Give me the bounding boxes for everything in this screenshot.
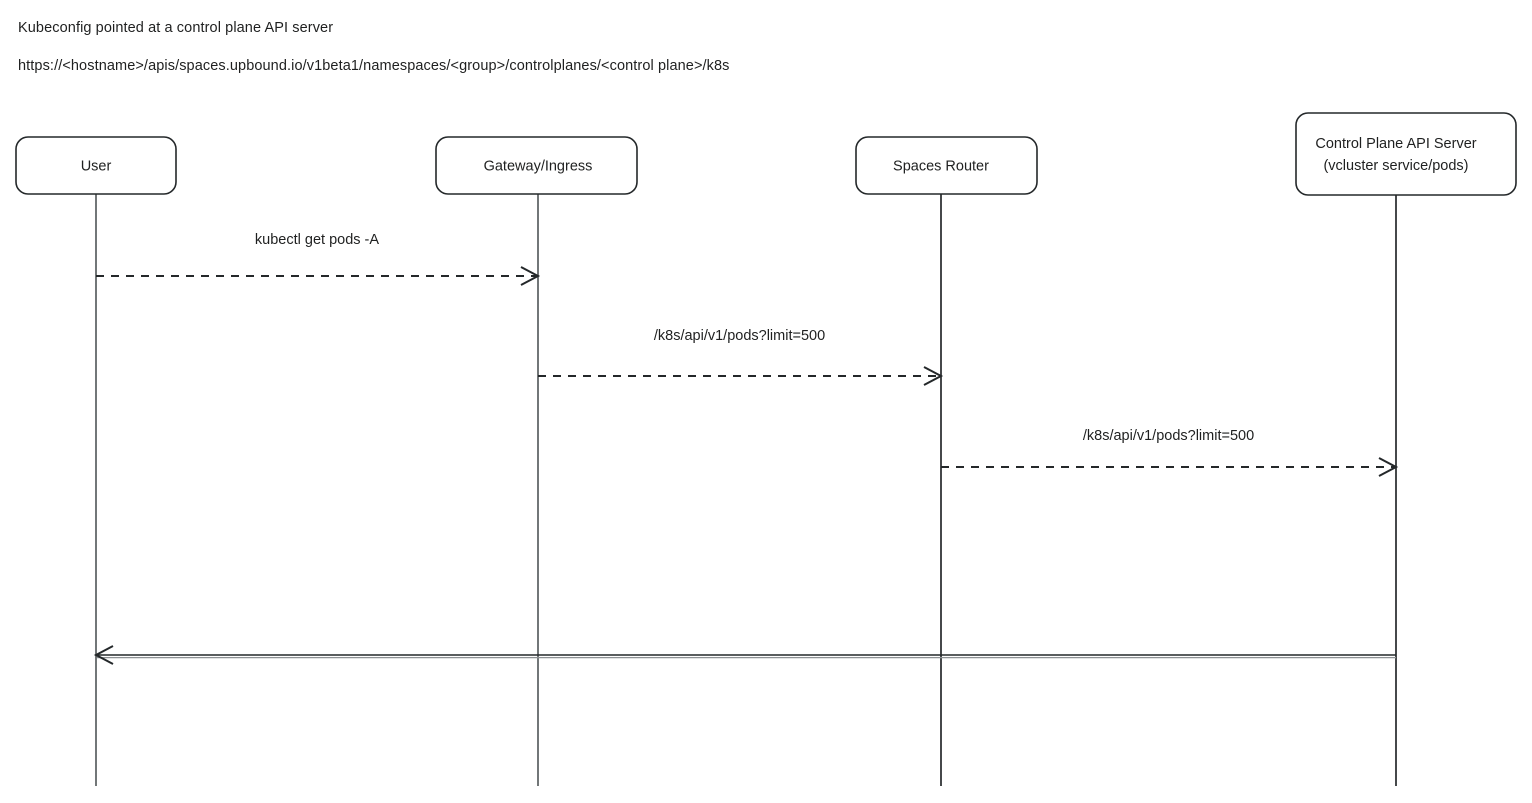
participant-controlplane[interactable]: Control Plane API Server (vcluster servic… (1295, 112, 1517, 196)
message-m4[interactable] (93, 645, 1396, 665)
participant-label-router: Spaces Router (893, 158, 989, 174)
messages-layer: kubectl get pods -A/k8s/api/v1/pods?limi… (93, 232, 1399, 665)
message-m1[interactable]: kubectl get pods -A (96, 232, 541, 286)
participant-box-gateway (435, 136, 638, 195)
header-url: https://<hostname>/apis/spaces.upbound.i… (18, 58, 730, 74)
participant-box-controlplane (1295, 112, 1517, 196)
participant-gateway[interactable]: Gateway/Ingress (435, 136, 638, 195)
header-title: Kubeconfig pointed at a control plane AP… (18, 20, 334, 36)
participant-label-controlplane: Control Plane API Server (1315, 136, 1476, 152)
participant-box-user (15, 136, 177, 195)
message-label-m2: /k8s/api/v1/pods?limit=500 (654, 328, 825, 344)
participant-user[interactable]: User (15, 136, 177, 195)
arrow-head-m4 (93, 645, 114, 665)
lifelines-layer (95, 194, 1397, 786)
participant-label-user: User (81, 158, 112, 174)
message-m2[interactable]: /k8s/api/v1/pods?limit=500 (538, 328, 944, 386)
participant-sublabel-controlplane: (vcluster service/pods) (1323, 158, 1468, 174)
arrow-head-m1 (520, 266, 541, 286)
participant-box-router (855, 136, 1038, 195)
message-label-m1: kubectl get pods -A (255, 232, 379, 248)
message-m3[interactable]: /k8s/api/v1/pods?limit=500 (941, 428, 1399, 477)
arrow-head-m2 (923, 366, 944, 386)
actors-layer: User Gateway/Ingress Spaces Router Control … (15, 112, 1517, 196)
arrow-head-m3 (1378, 457, 1399, 477)
message-label-m3: /k8s/api/v1/pods?limit=500 (1083, 428, 1254, 444)
participant-router[interactable]: Spaces Router (855, 136, 1038, 195)
participant-label-gateway: Gateway/Ingress (484, 158, 593, 174)
